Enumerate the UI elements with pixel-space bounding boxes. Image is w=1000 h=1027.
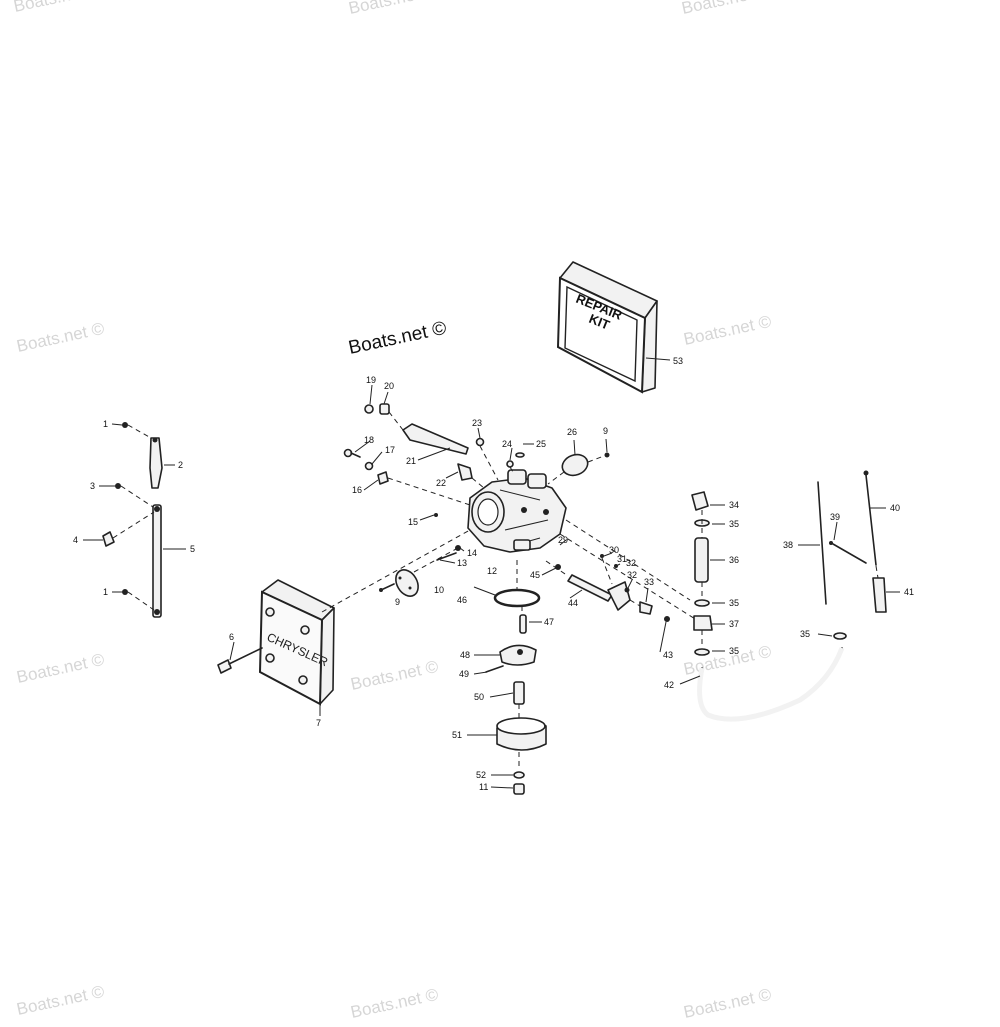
callout-39: 39 [830, 512, 840, 522]
callout-24: 24 [502, 439, 512, 449]
callout-33: 33 [644, 577, 654, 587]
callout-52: 52 [476, 770, 486, 780]
fuel-fitting-stack [664, 491, 847, 722]
callout-20: 20 [384, 381, 394, 391]
callout-31: 31 [617, 554, 627, 564]
watermark: Boats.net © [349, 657, 441, 694]
callout-7: 7 [316, 718, 321, 728]
callout-44: 44 [568, 598, 578, 608]
callout-35: 35 [729, 519, 739, 529]
watermark: Boats.net © [12, 0, 104, 16]
callout-2: 2 [178, 460, 183, 470]
callout-41: 41 [904, 587, 914, 597]
callout-3: 3 [90, 481, 95, 491]
callout-4: 4 [73, 535, 78, 545]
callout-16: 16 [352, 485, 362, 495]
watermark: Boats.net © [682, 985, 774, 1022]
callout-30: 30 [609, 545, 619, 555]
callout-9: 9 [395, 597, 400, 607]
choke-linkage [364, 403, 525, 481]
callout-36: 36 [729, 555, 739, 565]
callout-1: 1 [103, 419, 108, 429]
callout-13: 13 [457, 558, 467, 568]
guide-line [565, 519, 691, 601]
callout-35: 35 [729, 598, 739, 608]
watermark: Boats.net © [347, 0, 439, 18]
callout-46: 46 [457, 595, 467, 605]
bowl-cover [547, 452, 610, 485]
repair-kit-label-line2: KIT [587, 311, 612, 333]
callout-38: 38 [783, 540, 793, 550]
callout-11: 11 [479, 782, 488, 792]
needle-parts [436, 545, 461, 561]
callout-6: 6 [229, 632, 234, 642]
callout-32: 32 [627, 570, 637, 580]
callout-35: 35 [800, 629, 810, 639]
callout-25: 25 [536, 439, 546, 449]
callout-48: 48 [460, 650, 470, 660]
gasket-plate [379, 548, 457, 597]
callout-29: 29 [558, 535, 568, 545]
callout-53: 53 [673, 356, 683, 366]
callout-15: 15 [408, 517, 418, 527]
callout-17: 17 [385, 445, 395, 455]
callout-40: 40 [890, 503, 900, 513]
watermark: Boats.net © [349, 985, 441, 1022]
watermark: Boats.net © [15, 650, 107, 687]
carburetor-body [467, 469, 567, 553]
watermark: Boats.net © [680, 0, 772, 18]
callout-19: 19 [366, 375, 376, 385]
callout-51: 51 [452, 730, 462, 740]
callout-32: 32 [626, 558, 636, 568]
right-rods [817, 470, 887, 613]
throttle-shaft-group [545, 554, 653, 615]
callout-43: 43 [663, 650, 673, 660]
intake-silencer: CHRYSLER [217, 529, 471, 706]
callout-49: 49 [459, 669, 469, 679]
callout-1: 1 [103, 587, 108, 597]
callout-9: 9 [603, 426, 608, 436]
watermark-dark: Boats.net © [347, 318, 449, 359]
idle-adjust-hardware [343, 448, 485, 517]
callout-23: 23 [472, 418, 482, 428]
callout-47: 47 [544, 617, 554, 627]
callout-37: 37 [729, 619, 739, 629]
watermark: Boats.net © [682, 642, 774, 679]
callout-34: 34 [729, 500, 739, 510]
throttle-linkage-left [102, 422, 163, 618]
watermark: Boats.net © [682, 312, 774, 349]
callout-45: 45 [530, 570, 540, 580]
callout-21: 21 [406, 456, 416, 466]
callout-42: 42 [664, 680, 674, 690]
callout-50: 50 [474, 692, 484, 702]
watermark: Boats.net © [15, 319, 107, 356]
watermark-layer: Boats.net © Boats.net © Boats.net © Boat… [12, 0, 774, 1022]
callout-22: 22 [436, 478, 446, 488]
callout-5: 5 [190, 544, 195, 554]
repair-kit-box: REPAIR KIT [556, 261, 658, 394]
callout-18: 18 [364, 435, 374, 445]
callout-10: 10 [434, 585, 444, 595]
callout-26: 26 [567, 427, 577, 437]
callout-14: 14 [467, 548, 477, 558]
guide-line [559, 533, 701, 623]
callout-12: 12 [487, 566, 497, 576]
leader-lines [83, 357, 900, 789]
callout-35: 35 [729, 646, 739, 656]
callout-numbers: 1 2 3 4 5 1 6 7 53 19 20 23 21 18 17 16 … [73, 356, 914, 792]
float-bowl-group [485, 560, 547, 795]
watermark: Boats.net © [15, 982, 107, 1019]
